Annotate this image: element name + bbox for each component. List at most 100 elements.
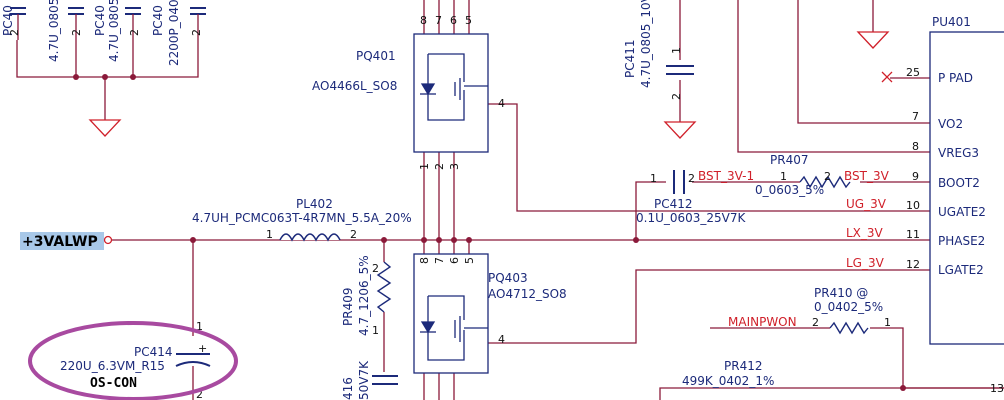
pq401-body (413, 33, 489, 153)
pl402-inductor-icon (279, 233, 341, 242)
lgate-wire (488, 269, 930, 344)
cap3-ref: PC40 (151, 5, 165, 36)
pr412-value: 499K_0402_1% (682, 374, 774, 388)
pu401-ugate2-label: UGATE2 (938, 205, 986, 219)
pc414-ref: PC414 (134, 345, 173, 359)
pq403-ref: PQ403 (488, 271, 528, 285)
junction-dots (73, 74, 906, 391)
pr409-ref: PR409 (341, 288, 355, 326)
pq401-pin2: 2 (433, 163, 446, 170)
pr412-wire (659, 387, 1004, 400)
pu401-vo2-label: VO2 (938, 117, 963, 131)
pc416-ref: 416 (341, 377, 355, 400)
pr407-value: 0_0603_5% (755, 183, 824, 197)
pc411-pin1: 1 (670, 47, 683, 54)
pq403-mosfet-icon (420, 295, 488, 361)
pu401-lgate2-label: LGATE2 (938, 263, 984, 277)
pu401-edge-pin: 13 (990, 382, 1004, 395)
pr410-ref: PR410 @ (814, 286, 868, 300)
pq401-source-leads (423, 152, 455, 240)
pr410-resistor-icon (829, 321, 869, 335)
pq401-pin5: 5 (465, 14, 472, 27)
pc412-cap-icon (673, 170, 685, 194)
pq403-source-leads (423, 373, 455, 400)
pc412-pin1: 1 (650, 172, 657, 185)
vo2-wire (797, 0, 930, 124)
pq403-pin7: 7 (433, 257, 446, 264)
pr407-ref: PR407 (770, 153, 808, 167)
pl402-value: 4.7UH_PCMC063T-4R7MN_5.5A_20% (192, 211, 412, 225)
pc411-pin2: 2 (670, 93, 683, 100)
net-highlight (20, 232, 104, 250)
net-bst1-label: BST_3V-1 (698, 169, 754, 183)
cap2-ref: PC40 (93, 5, 107, 36)
pq401-mosfet-icon (420, 53, 488, 121)
pr410-pin2: 2 (812, 316, 819, 329)
pr407-resistor-icon (799, 175, 851, 189)
pq401-pin6: 6 (450, 14, 457, 27)
pq401-pin4: 4 (498, 97, 505, 110)
pq403-pin4: 4 (498, 333, 505, 346)
pl402-pin2: 2 (350, 228, 357, 241)
pq403-pin5: 5 (463, 257, 476, 264)
cap4-val: 2200P_0402 (167, 0, 181, 66)
pr409-pin2: 2 (372, 262, 379, 275)
pq401-ref: PQ401 (356, 49, 396, 63)
pu401-pin8-num: 8 (912, 140, 919, 153)
pu401-pin12-num: 12 (906, 258, 920, 271)
net-ug-label: UG_3V (846, 197, 887, 211)
pq401-pin8: 8 (420, 14, 427, 27)
cap3-pin: 2 (128, 29, 141, 36)
pc411-cap-icon (666, 65, 694, 75)
net-lx-label: LX_3V (846, 226, 884, 240)
pr409-pin1: 1 (372, 324, 379, 337)
net-bst-label: BST_3V (844, 169, 890, 183)
pu401-vreg3-label: VREG3 (938, 146, 979, 160)
pc414-type: OS-CON (90, 376, 137, 391)
pc414-pin2: 2 (196, 388, 203, 400)
pc414-plus: + (198, 342, 207, 355)
cap2-pin: 2 (70, 29, 83, 36)
no-connect-icon (881, 71, 893, 83)
vin-net-label[interactable]: +3VALWP (22, 234, 98, 250)
vin-connector-icon (103, 235, 113, 245)
pu401-pin11-num: 11 (906, 228, 920, 241)
pc412-ref: PC412 (654, 197, 693, 211)
boot-wire (635, 181, 930, 240)
pu401-boot2-label: BOOT2 (938, 176, 980, 190)
pq403-body (413, 253, 489, 374)
pc414-value: 220U_6.3VM_R15 (60, 359, 165, 373)
vreg3-wire (737, 0, 930, 153)
pc411-value: 4.7U_0805_10V (639, 0, 653, 88)
pr410-value: 0_0402_5% (814, 300, 883, 314)
pr407-pin1: 1 (780, 170, 787, 183)
pq401-drain-leads (423, 0, 470, 34)
pq403-drain-leads (423, 240, 470, 254)
pu401-pin10-num: 10 (906, 199, 920, 212)
pc416-cap-icon (372, 375, 398, 385)
net-lg-label: LG_3V (846, 256, 885, 270)
pr407-pin2: 2 (824, 170, 831, 183)
pc412-pin2: 2 (688, 172, 695, 185)
pq403-pin8: 8 (418, 257, 431, 264)
cap2-val: 4.7U_0805_ (47, 0, 61, 62)
pq401-pin3: 3 (448, 163, 461, 170)
pu401-ref: PU401 (932, 15, 971, 29)
pq401-pin7: 7 (435, 14, 442, 27)
cap3-val: 4.7U_0805_ (107, 0, 121, 62)
pu401-phase2-label: PHASE2 (938, 234, 985, 248)
pc416-value: 50V7K (357, 360, 371, 400)
pc412-value: 0.1U_0603_25V7K (636, 211, 747, 225)
pr409-resistor-icon (376, 261, 392, 313)
cap4-pin: 2 (190, 29, 203, 36)
pr410-pin1: 1 (884, 316, 891, 329)
pu401-body (929, 31, 1004, 345)
pr412-ref: PR412 (724, 359, 762, 373)
pc411-ref: PC411 (623, 39, 637, 78)
pu401-pin25-num: 25 (906, 66, 920, 79)
pl402-ref: PL402 (296, 197, 333, 211)
pc414-cap-icon (175, 353, 211, 367)
pu401-ppad-label: P PAD (938, 71, 973, 85)
ugate-wire (488, 103, 930, 212)
